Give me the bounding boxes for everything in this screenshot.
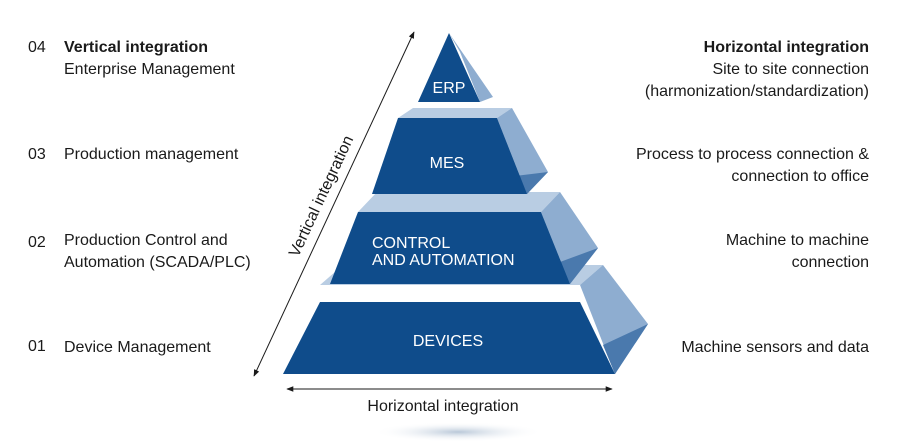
vertical-integration-label: Vertical integration [286,133,357,259]
right-desc-mes: Process to process connection & connecti… [636,144,869,188]
right-desc-devices-line1: Machine sensors and data [681,339,869,356]
tier-devices-side-dark [603,324,648,374]
tier-erp-side-light [449,33,493,102]
tier-mes-top [398,108,512,118]
tier-erp-label: ERP [433,80,466,97]
level-02-title: Production Control and [64,232,228,249]
tier-control-top [358,192,560,212]
tier-control-label-line1: CONTROL [372,235,450,252]
tier-mes-side-light [497,108,548,194]
tier-erp-front [418,33,480,102]
floor-shadow [373,422,543,442]
level-04-subtitle: Enterprise Management [64,61,235,78]
level-02-text: Production Control and Automation (SCADA… [64,230,251,274]
level-02-subtitle: Automation (SCADA/PLC) [64,254,251,271]
tier-mes-label: MES [430,155,465,172]
tier-control-side-dark [560,248,598,284]
right-desc-control-line1: Machine to machine [725,232,869,249]
level-number-04: 04 [28,39,46,56]
tier-erp: ERP [418,33,493,102]
right-desc-erp: Horizontal integration Site to site conn… [645,37,869,103]
right-desc-control: Machine to machine connection [726,230,869,274]
horizontal-integration-label: Horizontal integration [367,398,518,415]
right-desc-mes-line2: connection to office [731,168,869,185]
tier-control-label-line2: AND AUTOMATION [372,252,515,269]
tier-control: CONTROL AND AUTOMATION [330,192,598,284]
level-number-02: 02 [28,234,46,251]
right-desc-erp-line2: (harmonization/standardization) [644,83,869,100]
right-desc-erp-title: Horizontal integration [703,39,869,56]
level-number-01: 01 [28,338,46,355]
level-number-03: 03 [28,146,46,163]
vertical-integration-arrow [253,31,415,377]
right-desc-erp-line1: Site to site connection [712,61,869,78]
level-03-title: Production management [64,146,239,163]
tier-devices-label: DEVICES [413,333,483,350]
tier-mes-side-dark [515,172,548,194]
right-desc-mes-line1: Process to process connection & [635,146,869,163]
right-desc-control-line2: connection [791,254,869,271]
right-desc-devices: Machine sensors and data [681,337,869,359]
tier-mes: MES [372,108,548,194]
level-04-text: Vertical integration Enterprise Manageme… [64,37,235,81]
level-01-title: Device Management [64,339,211,356]
level-04-title: Vertical integration [64,39,209,56]
